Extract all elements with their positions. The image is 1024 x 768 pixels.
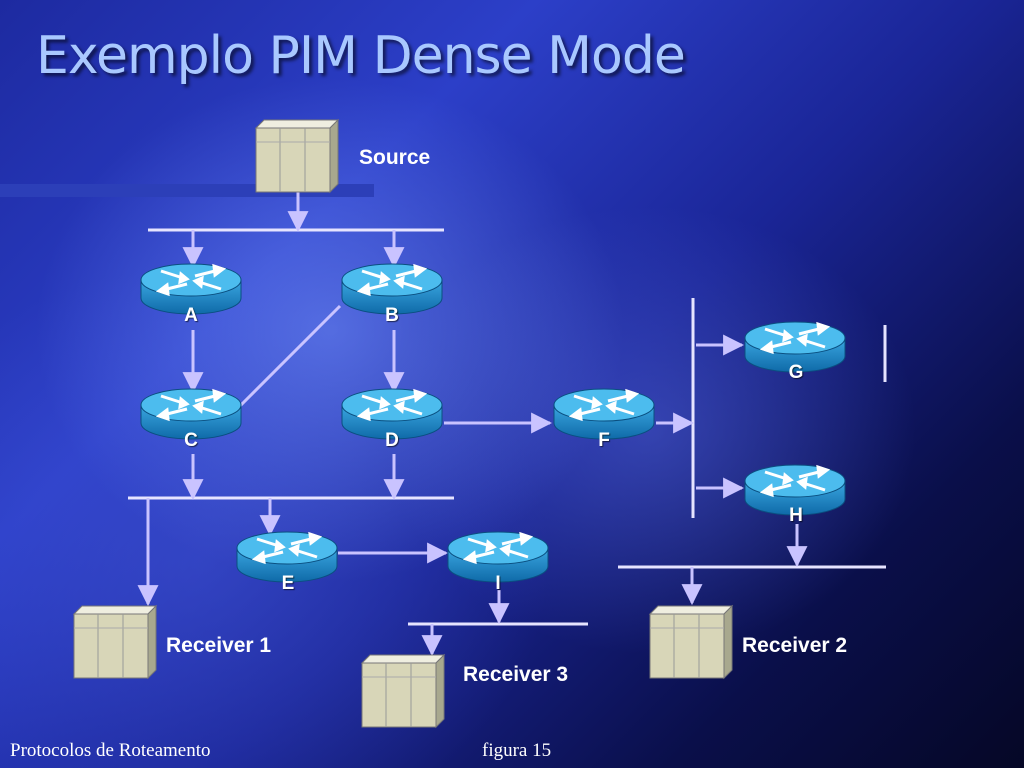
router-g-label: G (788, 362, 804, 383)
router-c-label: C (184, 430, 198, 451)
router-f-label: F (598, 430, 610, 451)
receiver2-server-icon (649, 605, 733, 679)
source-server-icon (255, 119, 339, 193)
footer-left-text: Protocolos de Roteamento (10, 740, 211, 761)
router-a-label: A (184, 305, 198, 326)
receiver1-server-icon (73, 605, 157, 679)
footer-figure-number: figura 15 (482, 740, 552, 761)
router-e-label: E (281, 573, 295, 594)
receiver2-label: Receiver 2 (742, 634, 848, 657)
links (137, 192, 808, 657)
router-b-label: B (385, 305, 399, 326)
slide-title: Exemplo PIM Dense Mode (36, 26, 686, 86)
router-h-label: H (789, 505, 803, 526)
receiver3-server-icon (361, 654, 445, 728)
router-i-label: I (495, 573, 501, 594)
router-d-label: D (385, 430, 399, 451)
receiver3-label: Receiver 3 (463, 663, 569, 686)
link-b-c (238, 304, 342, 408)
receiver1-label: Receiver 1 (166, 634, 272, 657)
source-label: Source (359, 146, 431, 169)
